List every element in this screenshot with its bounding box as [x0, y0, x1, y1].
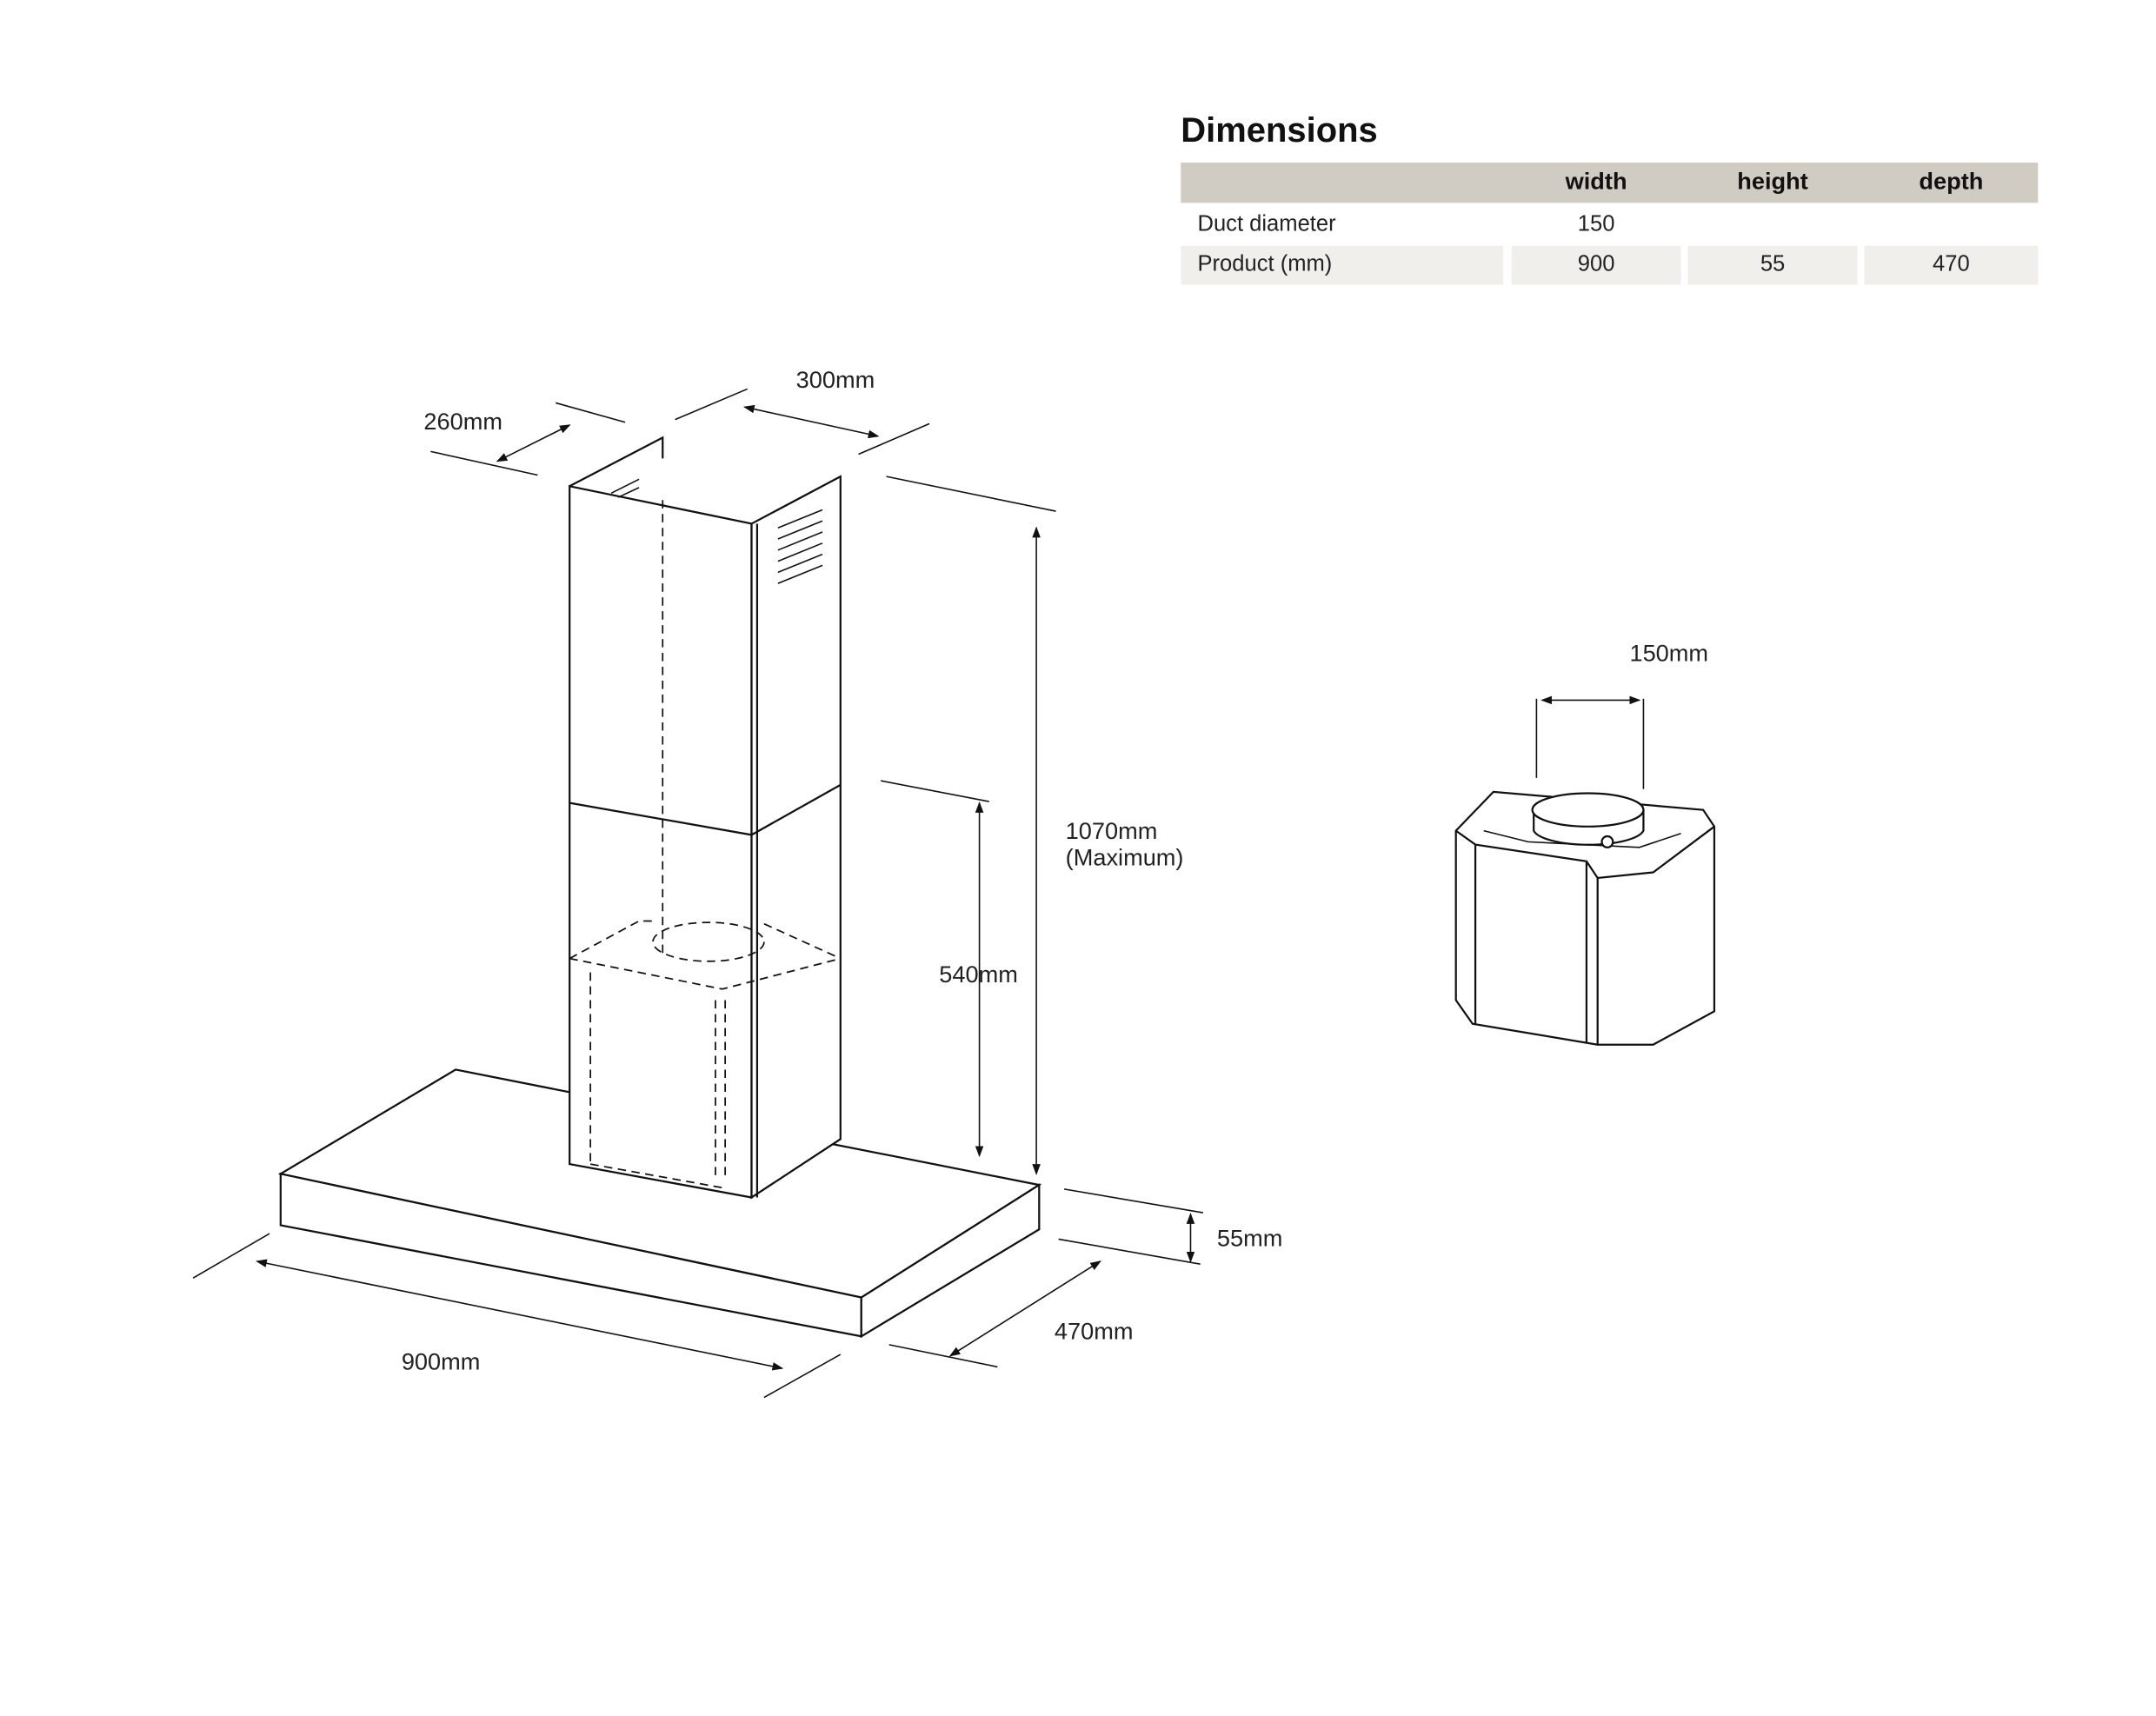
- vent-slots-icon: [610, 478, 823, 584]
- header-depth: depth: [1919, 168, 1984, 195]
- cell-width: 150: [1577, 212, 1615, 236]
- cell-depth: 470: [1864, 245, 2039, 285]
- hood-outline: [277, 436, 1042, 1339]
- cell-height: 55: [1687, 245, 1858, 285]
- dim-260: 260mm: [423, 408, 502, 436]
- table-row: Product (mm) 900 55 470: [1181, 245, 2039, 285]
- dim-1070-note: (Maximum): [1065, 844, 1184, 871]
- dim-900: 900mm: [401, 1348, 481, 1376]
- dim-540: 540mm: [939, 961, 1018, 988]
- motor-box-drawing: [1454, 790, 1716, 1046]
- cell-width: 900: [1511, 245, 1681, 285]
- dim-1070: 1070mm: [1065, 818, 1158, 845]
- dim-470: 470mm: [1054, 1318, 1134, 1345]
- table-row: Duct diameter 150: [1181, 206, 2038, 245]
- dim-55: 55mm: [1216, 1225, 1283, 1252]
- row-label: Duct diameter: [1197, 212, 1336, 236]
- dimensions-table: width height depth Duct diameter 150 Pro…: [1181, 162, 2039, 285]
- dim-150: 150mm: [1629, 640, 1709, 668]
- dim-300: 300mm: [795, 366, 875, 394]
- header-width: width: [1565, 168, 1627, 195]
- dimension-lines: [192, 388, 1645, 1399]
- header-height: height: [1737, 168, 1808, 195]
- page-title: Dimensions: [1181, 110, 1378, 150]
- row-label: Product (mm): [1181, 245, 1504, 285]
- table-header: width height depth: [1181, 162, 2039, 203]
